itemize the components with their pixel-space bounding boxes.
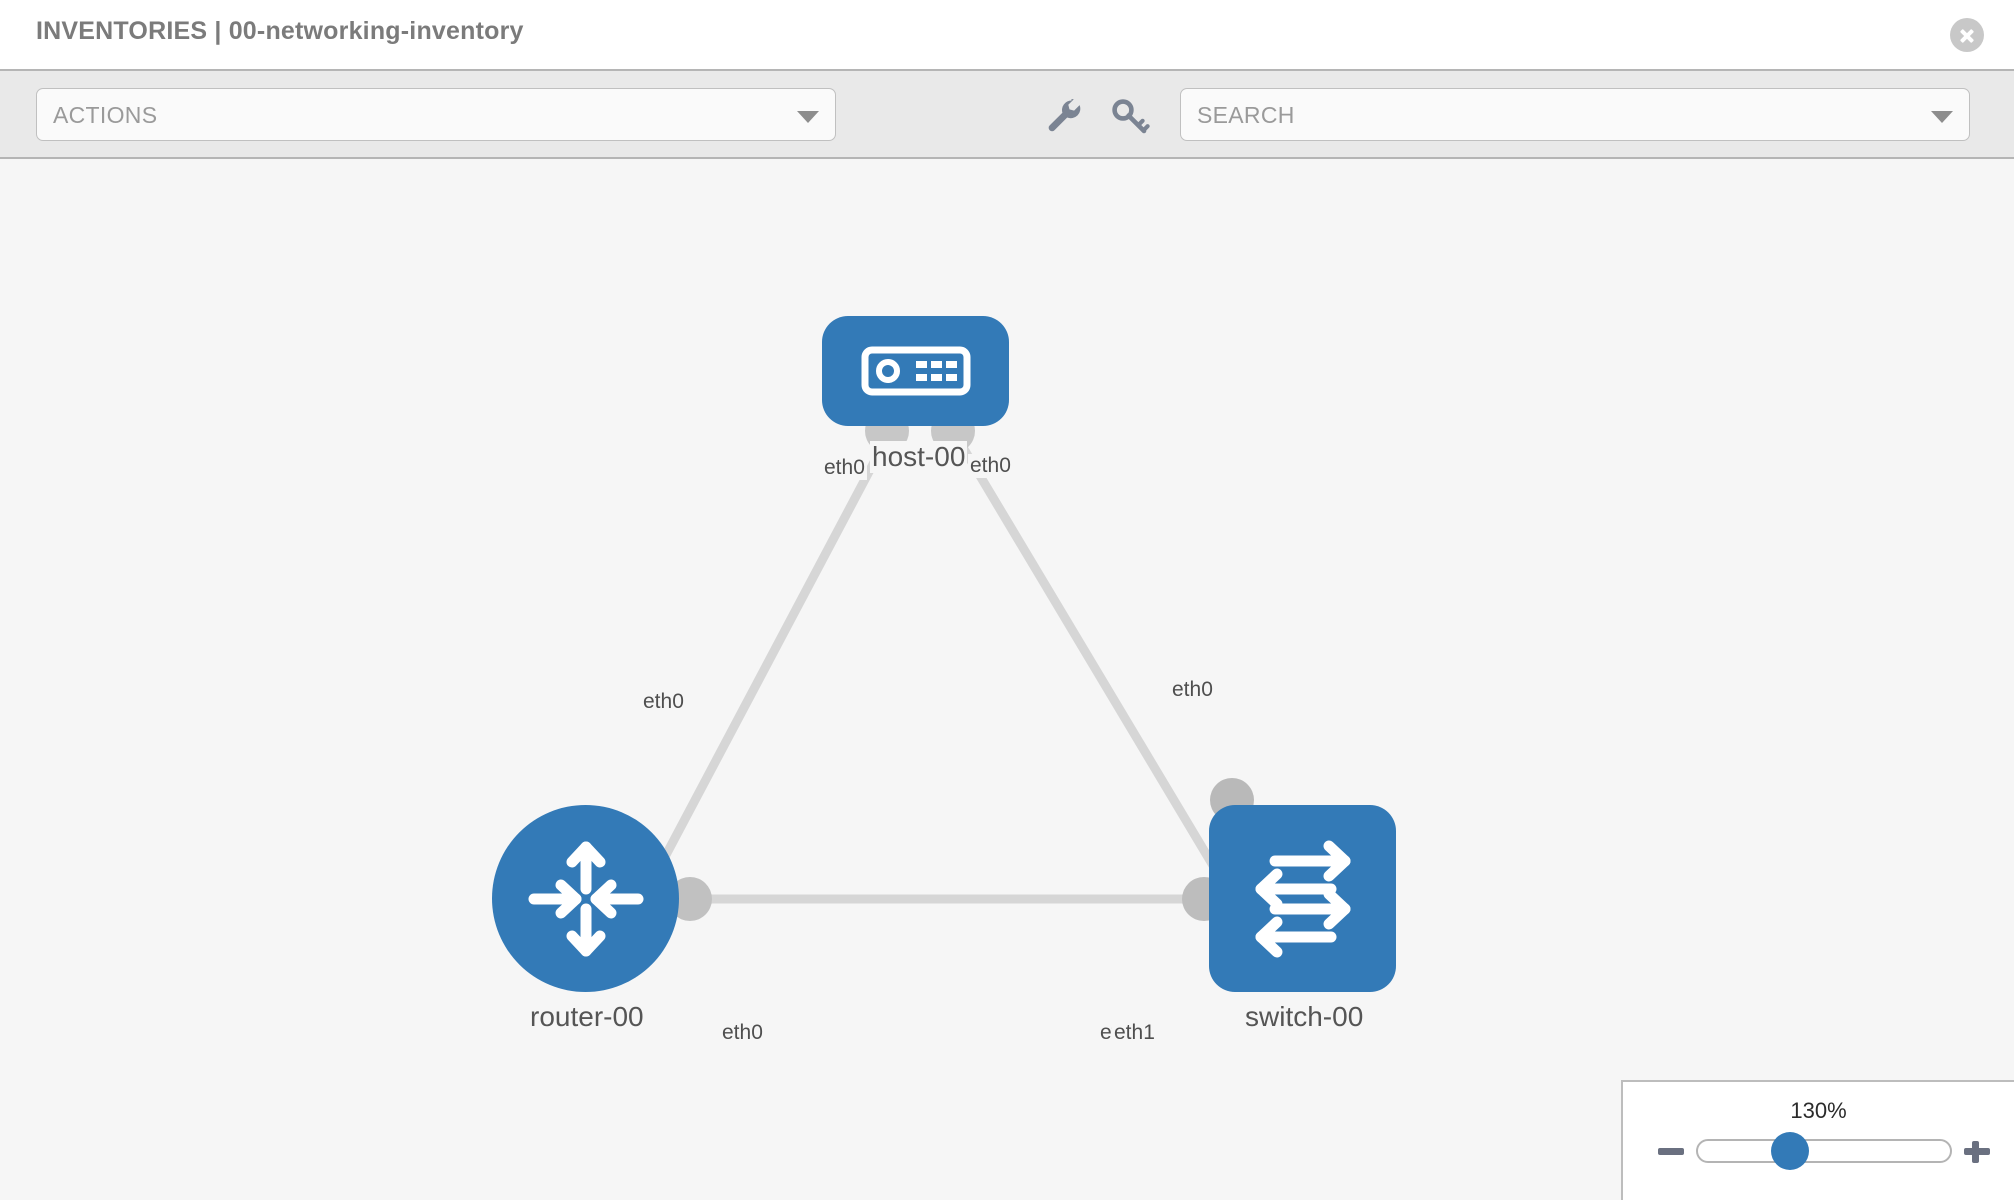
node-host-00[interactable]	[822, 316, 1009, 426]
edge-label-host-eth0-right: eth0	[968, 454, 1013, 478]
search-placeholder: SEARCH	[1197, 102, 1295, 128]
edge-label-host-eth0-left: eth0	[822, 456, 867, 480]
zoom-in-button[interactable]	[1962, 1136, 1992, 1166]
search-input[interactable]: SEARCH	[1180, 88, 1970, 141]
node-label-router-00: router-00	[528, 1001, 646, 1033]
zoom-out-button[interactable]	[1656, 1136, 1686, 1166]
edge-label-router-eth0-upper: eth0	[641, 690, 686, 714]
switch-arrows-icon	[1255, 840, 1350, 957]
chevron-down-icon	[1931, 111, 1953, 123]
zoom-slider-track[interactable]	[1696, 1139, 1952, 1163]
zoom-level-value: 130%	[1790, 1098, 1847, 1123]
wrench-icon[interactable]	[1040, 93, 1084, 137]
node-switch-00[interactable]	[1209, 805, 1396, 992]
edge-label-switch-eth1-left: eth1	[1112, 1021, 1157, 1045]
node-router-00[interactable]	[492, 805, 679, 992]
key-icon[interactable]	[1108, 93, 1152, 137]
zoom-slider-handle[interactable]	[1771, 1132, 1809, 1170]
edge-label-switch-eth0-upper: eth0	[1170, 678, 1215, 702]
page-header: INVENTORIES | 00-networking-inventory	[0, 0, 2014, 69]
toolbar: ACTIONS SEARCH	[0, 69, 2014, 159]
endpoint-router-right[interactable]	[668, 877, 712, 921]
topology-edges	[636, 409, 1254, 921]
node-label-switch-00: switch-00	[1243, 1001, 1366, 1033]
edge-host-switch	[951, 431, 1240, 907]
edge-host-router	[636, 431, 893, 907]
topology-canvas[interactable]: host-00 router-00	[0, 159, 2014, 1200]
zoom-control-panel: 130%	[1621, 1080, 2014, 1200]
actions-dropdown-label: ACTIONS	[53, 102, 158, 128]
page-title: INVENTORIES | 00-networking-inventory	[36, 17, 524, 45]
server-icon	[861, 346, 970, 396]
chevron-down-icon	[797, 111, 819, 123]
edge-label-router-eth0-right: eth0	[720, 1021, 765, 1045]
router-arrows-icon	[528, 841, 643, 956]
actions-dropdown[interactable]: ACTIONS	[36, 88, 836, 141]
close-icon[interactable]	[1950, 18, 1984, 52]
node-label-host-00: host-00	[870, 441, 968, 473]
